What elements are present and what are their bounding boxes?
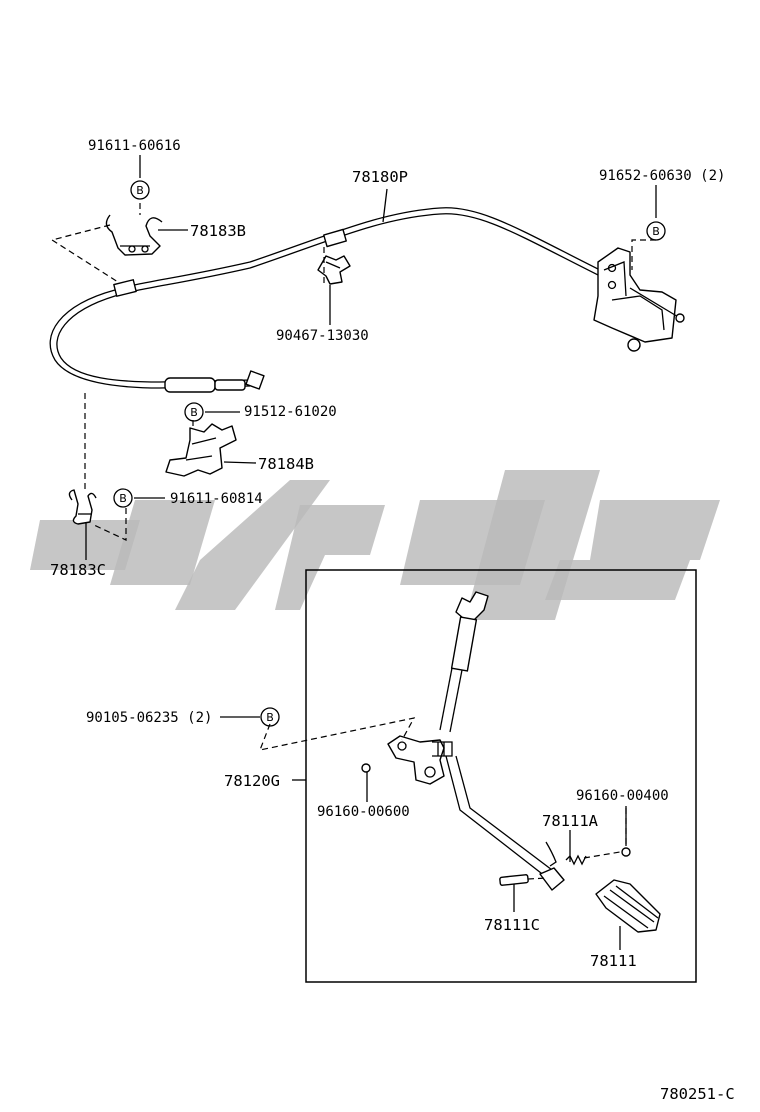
label-91512-61020: 91512-61020 bbox=[244, 404, 337, 420]
label-90105-06235: 90105-06235 (2) bbox=[86, 710, 212, 726]
svg-text:B: B bbox=[190, 406, 198, 419]
clamp-78183C bbox=[68, 489, 97, 525]
svg-text:B: B bbox=[136, 184, 144, 197]
clamp-78183B bbox=[105, 214, 163, 256]
label-78111C: 78111C bbox=[484, 916, 540, 934]
label-91611-60814: 91611-60814 bbox=[170, 491, 263, 507]
label-78111A: 78111A bbox=[542, 812, 599, 830]
label-78120G: 78120G bbox=[224, 772, 280, 790]
label-78180P: 78180P bbox=[352, 168, 408, 186]
pedal-arm-78120G bbox=[361, 591, 631, 891]
bracket-78184B bbox=[165, 423, 237, 477]
accelerator-cable bbox=[49, 207, 601, 393]
svg-text:B: B bbox=[119, 492, 127, 505]
label-78183C: 78183C bbox=[50, 561, 106, 579]
svg-text:B: B bbox=[266, 711, 274, 724]
label-96160-00600: 96160-00600 bbox=[317, 804, 410, 820]
watermark-logo bbox=[30, 470, 720, 620]
pedal-assembly-box bbox=[305, 569, 697, 983]
label-90467-13030: 90467-13030 bbox=[276, 328, 369, 344]
pedal-pad-78111 bbox=[595, 879, 661, 933]
label-91611-60616: 91611-60616 bbox=[88, 138, 181, 154]
label-91652-60630: 91652-60630 (2) bbox=[599, 168, 725, 184]
diagram-id: 780251-C bbox=[660, 1085, 735, 1103]
label-78184B: 78184B bbox=[258, 455, 314, 473]
bolt-marker-5: B bbox=[260, 707, 280, 727]
bracket-91652-60630 bbox=[593, 247, 685, 352]
dashed-leaders-upper bbox=[50, 203, 656, 541]
label-96160-00400: 96160-00400 bbox=[576, 788, 669, 804]
bolt-marker-4: B bbox=[113, 488, 133, 508]
bolt-marker-2: B bbox=[646, 221, 666, 241]
label-78183B: 78183B bbox=[190, 222, 246, 240]
svg-text:B: B bbox=[652, 225, 660, 238]
bolt-marker-3: B bbox=[184, 402, 204, 422]
clip-90467-13030 bbox=[317, 255, 351, 285]
label-78111: 78111 bbox=[590, 952, 637, 970]
bolt-marker-1: B bbox=[130, 180, 150, 200]
leader-lines bbox=[85, 155, 657, 950]
